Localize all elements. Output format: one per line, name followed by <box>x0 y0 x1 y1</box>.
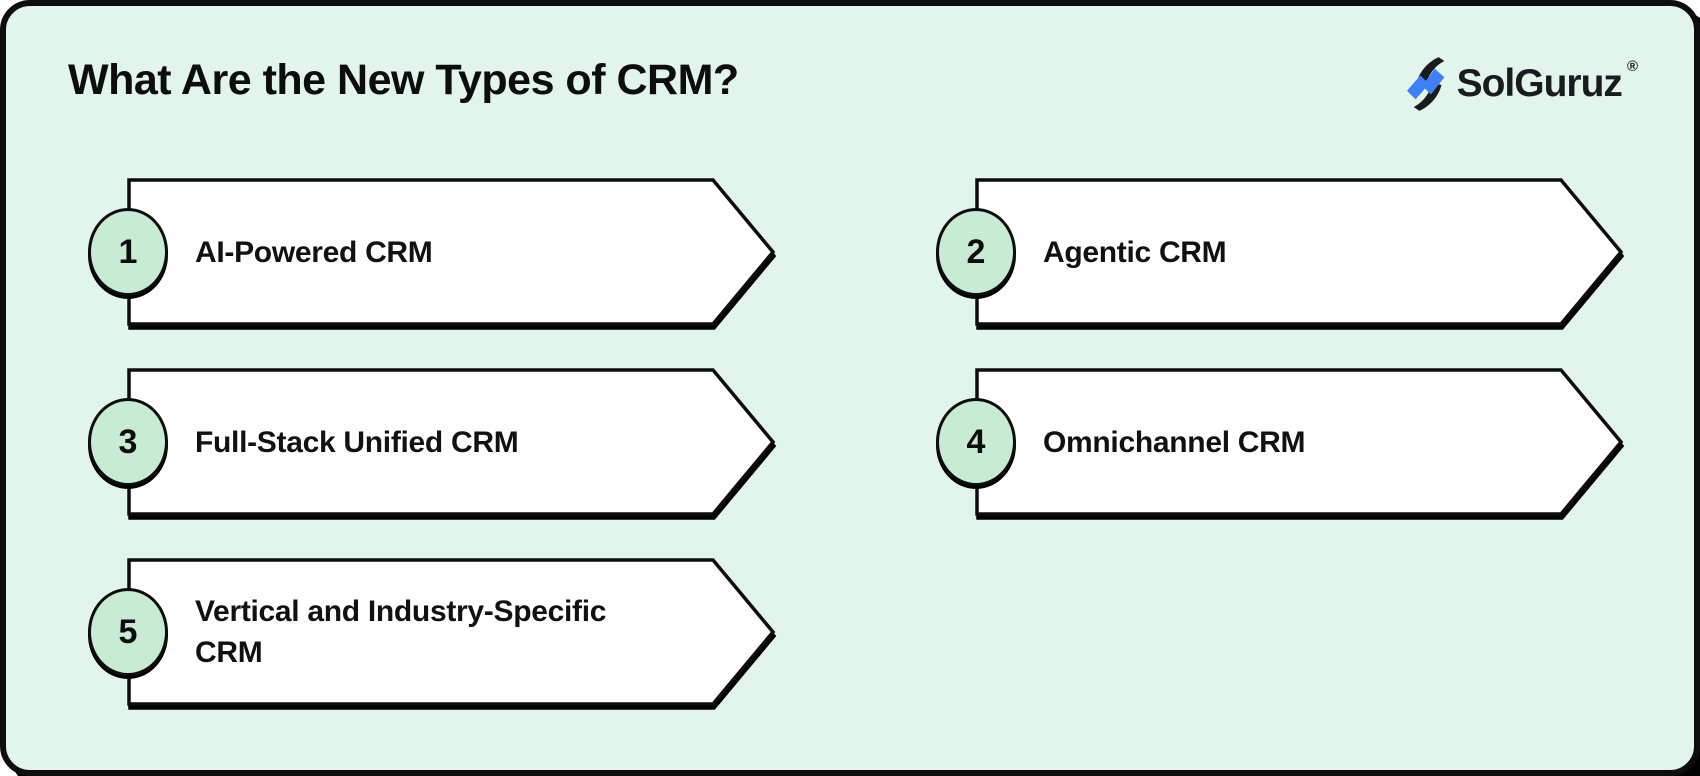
logo-text: SolGuruz <box>1456 62 1623 105</box>
solguruz-logo: SolGuruz ® <box>1406 52 1638 116</box>
item-label-line: Agentic CRM <box>1043 235 1227 269</box>
arrow-shape <box>975 178 1624 326</box>
item-label-line: Full-Stack Unified CRM <box>195 425 519 459</box>
arrow-shape <box>975 368 1624 516</box>
crm-type-item: 1 AI-Powered CRM <box>88 178 788 326</box>
crm-type-item: 2 Agentic CRM <box>936 178 1636 326</box>
registered-mark-icon: ® <box>1626 58 1638 75</box>
crm-type-item: 4 Omnichannel CRM <box>936 368 1636 516</box>
arrow-shape <box>127 368 776 516</box>
item-label: Omnichannel CRM <box>1043 368 1523 516</box>
arrow-shape <box>127 558 776 706</box>
crm-type-item: 3 Full-Stack Unified CRM <box>88 368 788 516</box>
item-label: Agentic CRM <box>1043 178 1523 326</box>
item-label: AI-Powered CRM <box>195 178 675 326</box>
number-badge: 4 <box>936 398 1016 486</box>
item-label-line: AI-Powered CRM <box>195 235 433 269</box>
number-badge: 5 <box>88 588 168 676</box>
item-label-line: CRM <box>195 636 263 669</box>
item-label: Full-Stack Unified CRM <box>195 368 675 516</box>
item-label-line: Vertical and Industry-Specific <box>195 595 607 628</box>
number-badge: 2 <box>936 208 1016 296</box>
arrow-shape <box>127 178 776 326</box>
number-badge: 3 <box>88 398 168 486</box>
number-badge: 1 <box>88 208 168 296</box>
page-title: What Are the New Types of CRM? <box>68 56 739 104</box>
item-label-line: Omnichannel CRM <box>1043 425 1306 459</box>
solguruz-bolt-icon <box>1406 56 1452 112</box>
